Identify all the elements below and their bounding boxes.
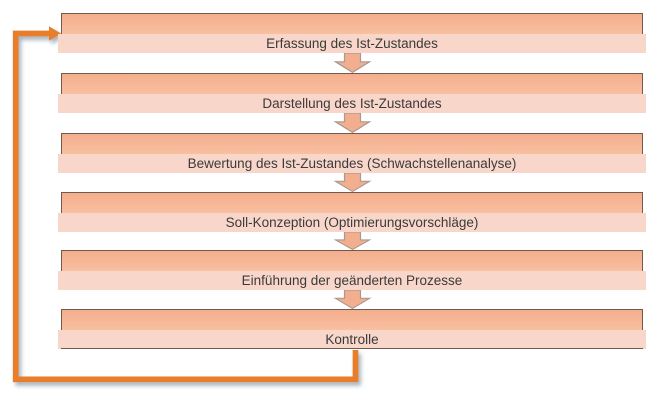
step-label: Soll-Konzeption (Optimierungsvorschläge) bbox=[225, 215, 479, 230]
step-box-header-band bbox=[61, 13, 643, 34]
step-label-band: Erfassung des Ist-Zustandes bbox=[58, 34, 646, 53]
step-label: Bewertung des Ist-Zustandes (Schwachstel… bbox=[187, 156, 517, 171]
step-label-band: Einführung der geänderten Prozesse bbox=[58, 271, 646, 290]
step-box-erfassung: Erfassung des Ist-Zustandes bbox=[58, 13, 646, 53]
down-arrow-shape bbox=[333, 232, 372, 250]
step-label: Erfassung des Ist-Zustandes bbox=[266, 36, 438, 51]
step-label-band: Kontrolle bbox=[58, 330, 646, 349]
step-box-soll-konzeption: Soll-Konzeption (Optimierungsvorschläge) bbox=[58, 192, 646, 232]
step-box-header-band bbox=[61, 309, 643, 330]
step-box-header-band bbox=[61, 192, 643, 213]
down-arrow-icon bbox=[333, 290, 372, 309]
down-arrow-icon bbox=[333, 173, 372, 192]
down-arrow-shape bbox=[333, 113, 372, 133]
down-arrow-shape bbox=[333, 53, 372, 73]
step-box-darstellung: Darstellung des Ist-Zustandes bbox=[58, 73, 646, 113]
step-label-band: Darstellung des Ist-Zustandes bbox=[58, 94, 646, 113]
step-box-einfuehrung: Einführung der geänderten Prozesse bbox=[58, 250, 646, 290]
step-label: Darstellung des Ist-Zustandes bbox=[262, 96, 442, 111]
step-box-bewertung: Bewertung des Ist-Zustandes (Schwachstel… bbox=[58, 133, 646, 173]
step-box-header-band bbox=[61, 250, 643, 271]
step-label-band: Soll-Konzeption (Optimierungsvorschläge) bbox=[58, 213, 646, 232]
step-box-kontrolle: Kontrolle bbox=[58, 309, 646, 349]
down-arrow-icon bbox=[333, 53, 372, 73]
down-arrow-icon bbox=[333, 113, 372, 133]
step-box-header-band bbox=[61, 73, 643, 94]
step-box-header-band bbox=[61, 133, 643, 154]
down-arrow-icon bbox=[333, 232, 372, 250]
step-label: Kontrolle bbox=[325, 332, 379, 347]
down-arrow-shape bbox=[333, 290, 372, 309]
step-label-band: Bewertung des Ist-Zustandes (Schwachstel… bbox=[58, 154, 646, 173]
step-box-bottom-border bbox=[61, 347, 643, 349]
step-label: Einführung der geänderten Prozesse bbox=[241, 273, 463, 288]
down-arrow-shape bbox=[333, 173, 372, 192]
